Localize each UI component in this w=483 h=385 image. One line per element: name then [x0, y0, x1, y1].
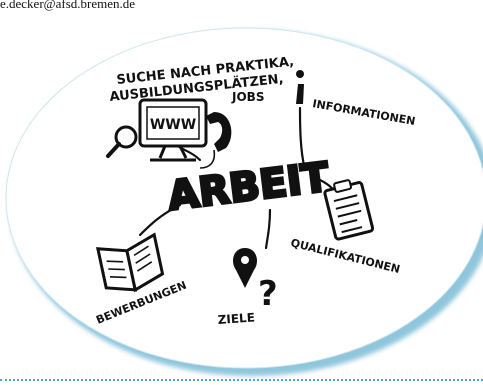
search-caption-line-3: JOBS [231, 90, 264, 104]
email-address[interactable]: e.decker@afsd.bremen.de [0, 0, 136, 11]
phone-icon [199, 112, 232, 169]
question-mark-icon: ? [258, 274, 278, 314]
computer-icon [138, 98, 208, 162]
magnifier-icon [106, 125, 138, 158]
book-icon [95, 232, 165, 293]
label-ziele: ZIELE [217, 310, 255, 327]
location-pin-icon [233, 248, 257, 288]
monitor-text: WWW [150, 117, 196, 133]
dotted-divider [0, 379, 483, 381]
info-icon [296, 70, 304, 104]
clipboard-icon [323, 179, 375, 241]
